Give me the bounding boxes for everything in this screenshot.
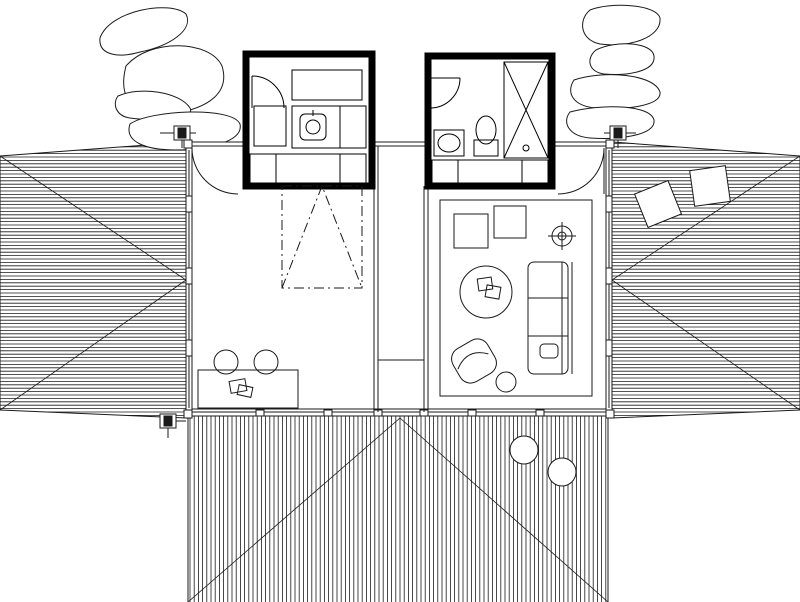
outdoor-lamp-icon: [604, 125, 636, 148]
side-table: [453, 213, 489, 249]
chair-icon[interactable]: [509, 435, 539, 465]
boulder-icon: [99, 7, 189, 56]
table-icon: [459, 265, 513, 319]
bed-icon: [281, 184, 363, 289]
bedroom: [197, 184, 363, 409]
chair-icon[interactable]: [213, 349, 239, 375]
sink-icon: [433, 129, 465, 157]
hallway: [373, 146, 429, 412]
door-swing-icon[interactable]: [557, 147, 605, 195]
armchair-icon[interactable]: [447, 335, 501, 388]
deck-left: [0, 141, 187, 419]
rug: [439, 199, 593, 397]
bathroom: [424, 52, 556, 190]
table-icon: [197, 369, 299, 409]
kitchen: [242, 50, 376, 190]
chair-icon[interactable]: [547, 457, 577, 487]
cushion-icon[interactable]: [633, 179, 683, 229]
toilet-icon: [473, 115, 499, 157]
boulder-icon: [570, 74, 661, 109]
outdoor-lamp-icon: [159, 413, 186, 438]
chair-icon[interactable]: [253, 349, 279, 375]
sofa-icon[interactable]: [527, 261, 573, 375]
door-swing-icon[interactable]: [191, 147, 239, 195]
glazing-right: [605, 150, 613, 408]
boulder-icon: [582, 4, 661, 46]
sink-icon: [299, 110, 327, 141]
floor-lamp-icon: [548, 222, 576, 250]
living-room: [439, 199, 593, 397]
outdoor-lamp-icon: [160, 125, 196, 148]
outdoor-furniture: [509, 165, 731, 487]
boulder-icon: [566, 106, 655, 139]
glazing-left: [185, 150, 193, 408]
pouf-icon[interactable]: [495, 371, 517, 393]
shower-icon: [503, 61, 549, 159]
boulders: [99, 4, 661, 151]
boulder-icon: [589, 43, 655, 75]
side-table: [493, 205, 527, 239]
cushion-icon[interactable]: [689, 165, 731, 207]
deck-bottom: [187, 415, 609, 602]
